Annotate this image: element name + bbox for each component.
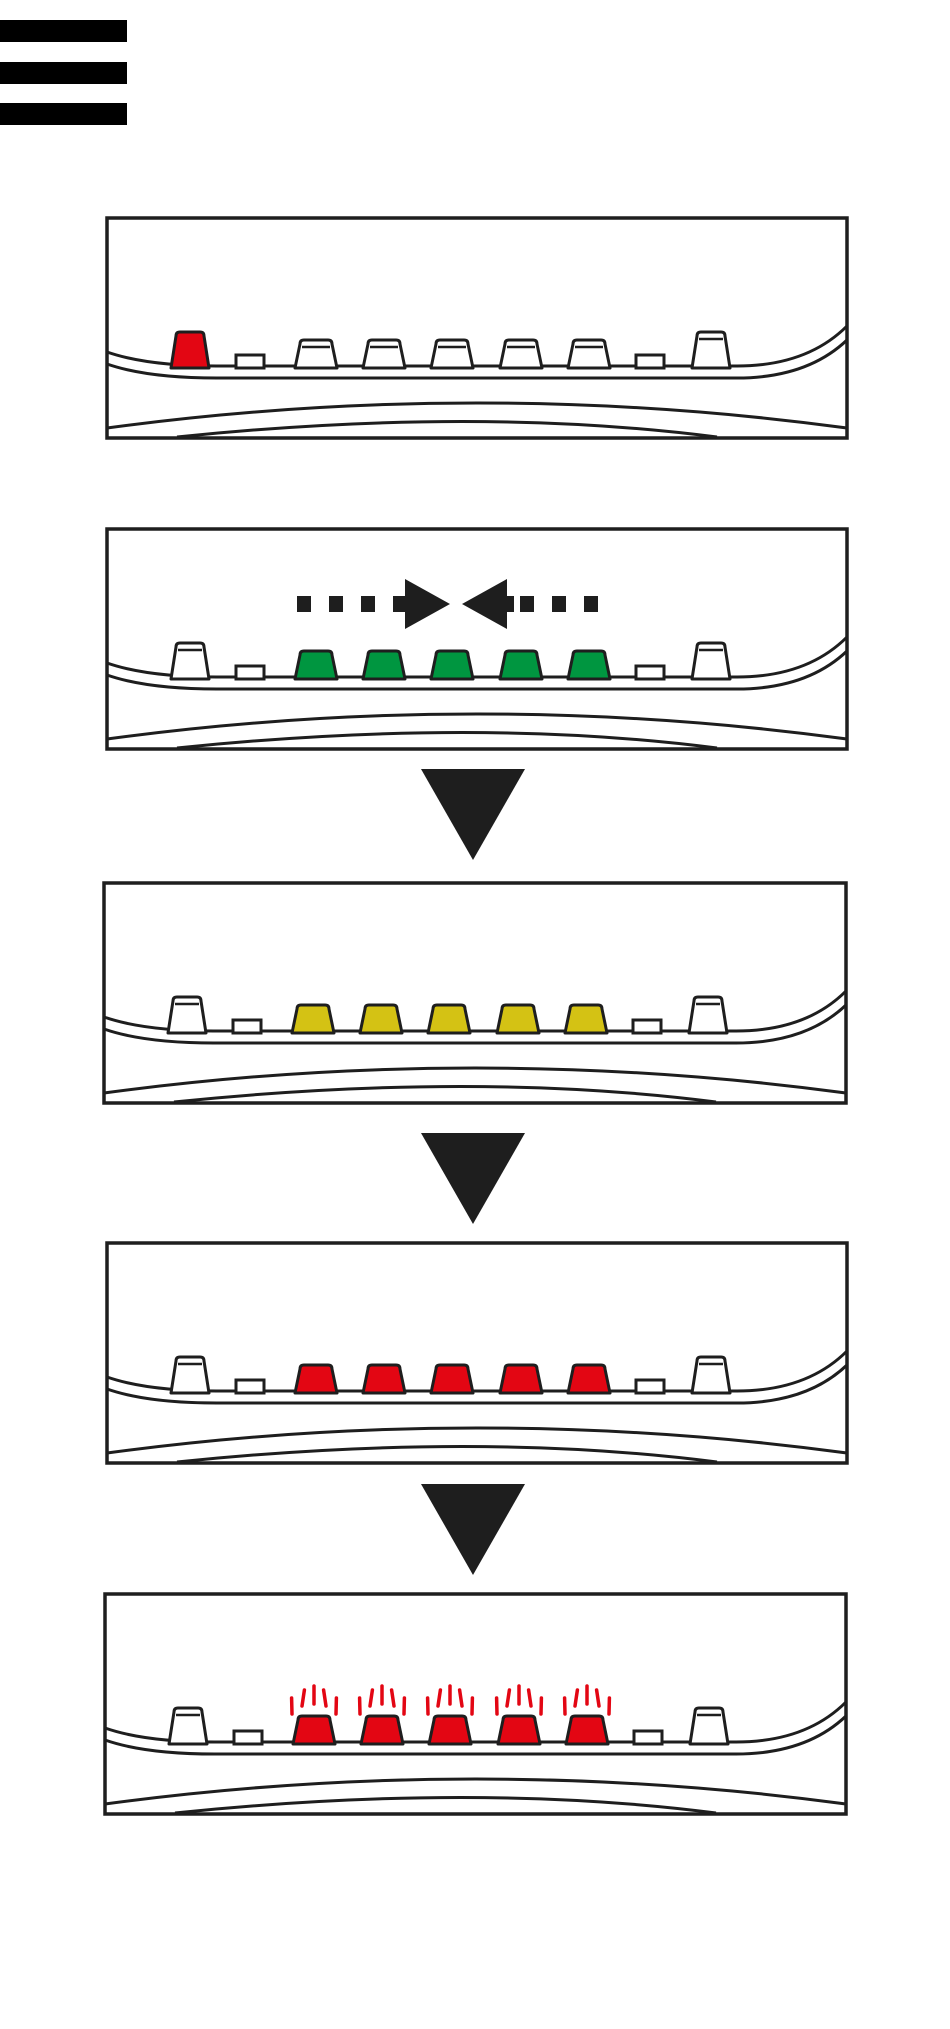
center-led	[568, 340, 610, 368]
dash	[393, 596, 407, 612]
pad-right	[636, 355, 664, 368]
blink-ray	[302, 1690, 304, 1706]
blink-ray	[575, 1690, 577, 1706]
blink-ray	[392, 1690, 394, 1706]
center-led	[363, 340, 405, 368]
dash	[500, 596, 514, 612]
blink-ray	[438, 1690, 440, 1706]
pad-left	[233, 1020, 261, 1033]
dash	[584, 596, 598, 612]
center-led	[431, 651, 473, 679]
side-led-right	[690, 1708, 728, 1744]
pad-left	[236, 666, 264, 679]
panel	[105, 1594, 846, 1814]
center-led	[431, 1365, 473, 1393]
down-arrow-icon	[421, 1484, 525, 1575]
dash	[361, 596, 375, 612]
center-led	[429, 1716, 471, 1744]
panel-frame	[107, 1243, 847, 1463]
center-led	[431, 340, 473, 368]
side-led-left	[171, 332, 209, 368]
center-led	[295, 340, 337, 368]
panel	[104, 883, 846, 1103]
center-led	[498, 1716, 540, 1744]
down-arrow-icon	[421, 769, 525, 860]
side-led-right	[692, 1357, 730, 1393]
center-led	[428, 1005, 470, 1033]
panel	[107, 529, 847, 749]
blink-ray	[460, 1690, 462, 1706]
panel	[107, 218, 847, 438]
center-led	[500, 340, 542, 368]
center-led	[360, 1005, 402, 1033]
center-led	[361, 1716, 403, 1744]
panel-frame	[104, 883, 846, 1103]
dash	[329, 596, 343, 612]
dash	[297, 596, 311, 612]
pad-left	[236, 355, 264, 368]
pad-left	[236, 1380, 264, 1393]
side-led-left	[171, 643, 209, 679]
blink-ray	[324, 1690, 326, 1706]
center-led	[500, 651, 542, 679]
center-led	[500, 1365, 542, 1393]
center-led	[565, 1005, 607, 1033]
dash	[520, 596, 534, 612]
dash	[552, 596, 566, 612]
panel-frame	[107, 218, 847, 438]
panel	[107, 1243, 847, 1463]
blink-ray	[529, 1690, 531, 1706]
menu-bar-bottom	[0, 103, 127, 125]
center-led	[568, 651, 610, 679]
center-led	[363, 651, 405, 679]
pad-right	[633, 1020, 661, 1033]
center-led	[363, 1365, 405, 1393]
side-led-left	[169, 1708, 207, 1744]
down-arrow-icon	[421, 1133, 525, 1224]
center-led	[295, 1365, 337, 1393]
center-led	[568, 1365, 610, 1393]
menu-bar-top	[0, 20, 127, 42]
blink-ray	[507, 1690, 509, 1706]
side-led-left	[168, 997, 206, 1033]
center-led	[292, 1005, 334, 1033]
pad-right	[636, 666, 664, 679]
hamburger-menu-icon[interactable]	[0, 20, 127, 125]
pad-right	[634, 1731, 662, 1744]
panel-frame	[107, 529, 847, 749]
pad-left	[234, 1731, 262, 1744]
panel-frame	[105, 1594, 846, 1814]
pad-right	[636, 1380, 664, 1393]
side-led-left	[171, 1357, 209, 1393]
blink-ray	[597, 1690, 599, 1706]
side-led-right	[692, 643, 730, 679]
side-led-right	[689, 997, 727, 1033]
center-led	[295, 651, 337, 679]
center-led	[566, 1716, 608, 1744]
panels	[104, 218, 847, 1814]
center-led	[293, 1716, 335, 1744]
menu-bar-middle	[0, 62, 127, 84]
side-led-right	[692, 332, 730, 368]
blink-ray	[370, 1690, 372, 1706]
center-led	[497, 1005, 539, 1033]
